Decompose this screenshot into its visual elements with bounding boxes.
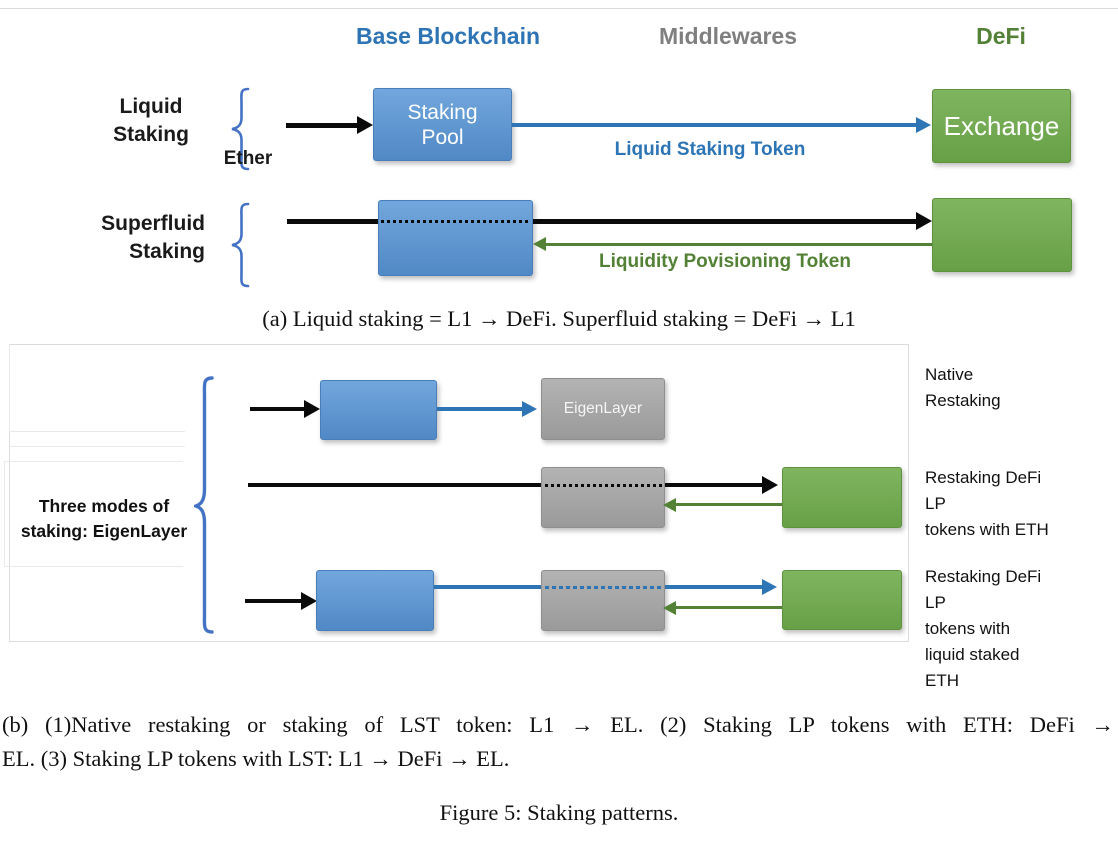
top-divider: [0, 8, 1118, 9]
row-label-liquid-staking: Liquid Staking: [113, 95, 189, 146]
column-header-defi: DeFi: [976, 23, 1026, 49]
b3-arrow-head: [301, 592, 317, 610]
curly-brace-superfluid: [231, 202, 250, 288]
liquid-staking-token-line: [512, 123, 916, 127]
curly-brace-eigenlayer: [194, 376, 214, 634]
b3-dotted-line: [545, 586, 662, 589]
label-ether: Ether: [223, 148, 273, 169]
b1-arrow-head: [304, 400, 320, 418]
superfluid-arrow-head: [916, 212, 932, 230]
caption-b-line2: EL. (3) Staking LP tokens with LST: L1 →…: [2, 746, 510, 771]
b2-dotted-line: [545, 484, 662, 487]
b3-arrow-line: [245, 599, 301, 603]
superfluid-line-left: [287, 219, 378, 224]
staking-pool-box-label: Staking Pool: [407, 100, 478, 149]
b2-arrow-head: [762, 476, 778, 494]
artifact-box-1: [9, 344, 185, 432]
panel-b-frame: [9, 344, 909, 642]
b1-blue-box: [320, 380, 437, 440]
b3-gray-box: [541, 570, 665, 631]
arrow-ether-line: [286, 123, 359, 128]
exchange-box: Exchange: [932, 89, 1071, 163]
b3-blue-head: [762, 579, 777, 595]
b2-green-box: [782, 467, 902, 528]
artifact-line: [9, 446, 185, 447]
b1-blue-line: [437, 407, 523, 411]
lp-token-line: [546, 243, 932, 246]
b2-gray-box: [541, 467, 665, 528]
b-row2-label: Restaking DeFi LP tokens with ETH: [925, 468, 1049, 539]
liquid-staking-token-head: [916, 117, 931, 133]
row-label-superfluid-staking: Superfluid Staking: [101, 212, 205, 263]
b3-blue-line-right: [665, 585, 762, 589]
arrow-ether-head: [357, 116, 373, 134]
exchange-box-label: Exchange: [943, 110, 1060, 141]
superfluid-pool-box: [378, 200, 533, 276]
superfluid-defi-box: [932, 198, 1072, 272]
b2-line-left: [248, 483, 543, 487]
column-header-base-blockchain: Base Blockchain: [355, 23, 541, 49]
column-header-middlewares: Middlewares: [658, 23, 798, 49]
b2-green-head: [663, 498, 676, 512]
caption-b-line1: (b) (1)Native restaking or staking of LS…: [2, 712, 1114, 737]
b3-green-box: [782, 570, 902, 630]
lp-token-arrow-head: [533, 237, 546, 251]
b3-blue-line-left: [434, 585, 541, 589]
artifact-box-2: [4, 461, 183, 567]
eigenlayer-box-label: EigenLayer: [563, 400, 643, 417]
b3-green-head: [663, 601, 676, 615]
b3-blue-box: [316, 570, 434, 631]
b1-blue-head: [522, 401, 537, 417]
b2-line-right: [665, 483, 762, 487]
superfluid-line-right: [533, 219, 916, 224]
b3-green-line: [676, 606, 782, 609]
b1-arrow-line: [250, 407, 306, 411]
label-three-modes: Three modes of staking: EigenLayer: [20, 496, 188, 541]
b2-green-line: [676, 503, 782, 506]
curly-brace-liquid: [231, 87, 250, 171]
label-liquid-staking-token: Liquid Staking Token: [614, 139, 806, 160]
superfluid-dotted-line: [381, 220, 530, 223]
eigenlayer-box: EigenLayer: [541, 378, 665, 440]
figure-caption: Figure 5: Staking patterns.: [439, 800, 679, 825]
staking-pool-box: Staking Pool: [373, 88, 512, 161]
label-liquidity-povisioning-token: Liquidity Povisioning Token: [599, 251, 851, 272]
b-row1-label: Native Restaking: [925, 365, 1001, 410]
b-row3-label: Restaking DeFi LP tokens with liquid sta…: [925, 567, 1042, 690]
caption-a: (a) Liquid staking = L1 → DeFi. Superflu…: [262, 306, 856, 331]
